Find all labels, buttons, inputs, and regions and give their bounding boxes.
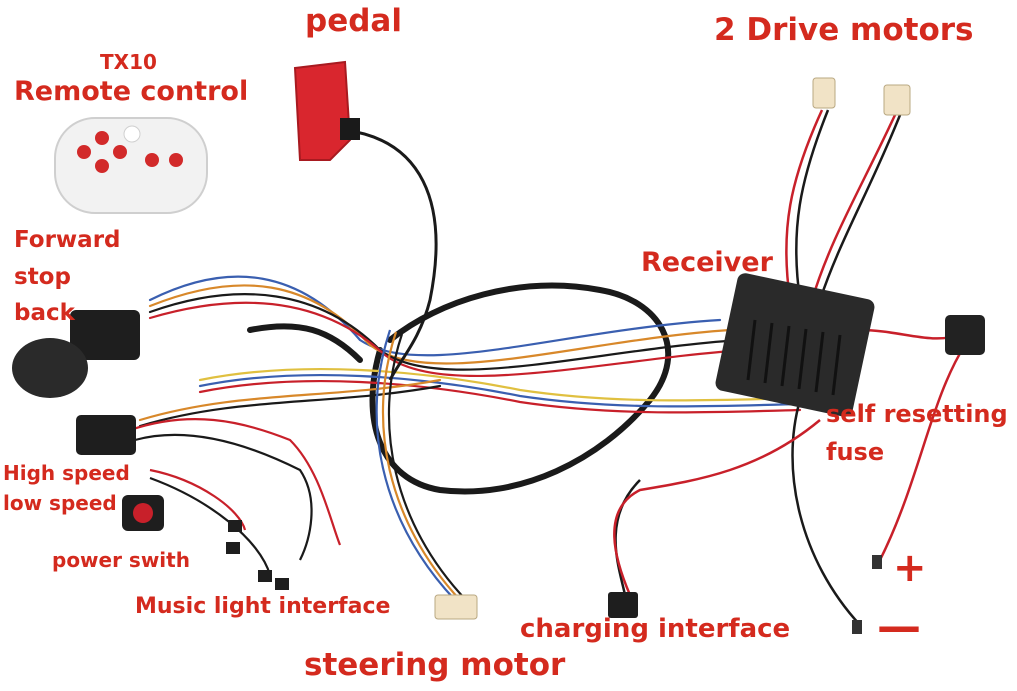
power-switch-device bbox=[122, 495, 164, 531]
steering-connector bbox=[434, 594, 478, 620]
steering-motor-label: steering motor bbox=[304, 647, 566, 683]
steering-wires bbox=[375, 329, 467, 601]
fuse-device bbox=[945, 315, 985, 355]
back-label: back bbox=[14, 300, 75, 326]
drive-motors-label: 2 Drive motors bbox=[714, 12, 974, 48]
charging-port-device bbox=[608, 592, 638, 618]
charging-label: charging interface bbox=[520, 614, 791, 644]
battery-terminal-plus bbox=[872, 555, 882, 569]
forward-label: Forward bbox=[14, 227, 121, 253]
motor-connector-1 bbox=[812, 77, 836, 109]
drive-motor-wires bbox=[785, 109, 902, 301]
power-switch-label: power swith bbox=[52, 548, 190, 572]
wire-bundle bbox=[138, 275, 802, 428]
battery-wires bbox=[613, 328, 967, 626]
pedal-wire bbox=[344, 128, 438, 381]
pedal-label: pedal bbox=[305, 3, 402, 39]
plus-label: + bbox=[893, 545, 927, 591]
battery-terminal-minus bbox=[852, 620, 862, 634]
fuse-label-line2: fuse bbox=[826, 438, 885, 466]
remote-control-device bbox=[54, 117, 208, 214]
main-harness-loop bbox=[247, 282, 672, 495]
fuse-label-line1: self resetting bbox=[826, 400, 1008, 428]
pedal-device bbox=[293, 60, 360, 161]
receiver-device bbox=[715, 273, 875, 417]
high-speed-label: High speed bbox=[3, 461, 130, 485]
gear-shifter-device bbox=[12, 310, 140, 398]
low-speed-label: low speed bbox=[3, 491, 117, 515]
tx10-label: TX10 bbox=[100, 50, 157, 74]
minus-label: — bbox=[877, 601, 921, 652]
motor-connector-2 bbox=[883, 84, 911, 116]
receiver-label: Receiver bbox=[641, 247, 773, 278]
music-light-label: Music light interface bbox=[135, 594, 391, 619]
music-light-connectors bbox=[226, 520, 289, 590]
remote-control-label: Remote control bbox=[14, 76, 249, 107]
speed-switch-device bbox=[76, 415, 136, 455]
stop-label: stop bbox=[14, 264, 71, 290]
